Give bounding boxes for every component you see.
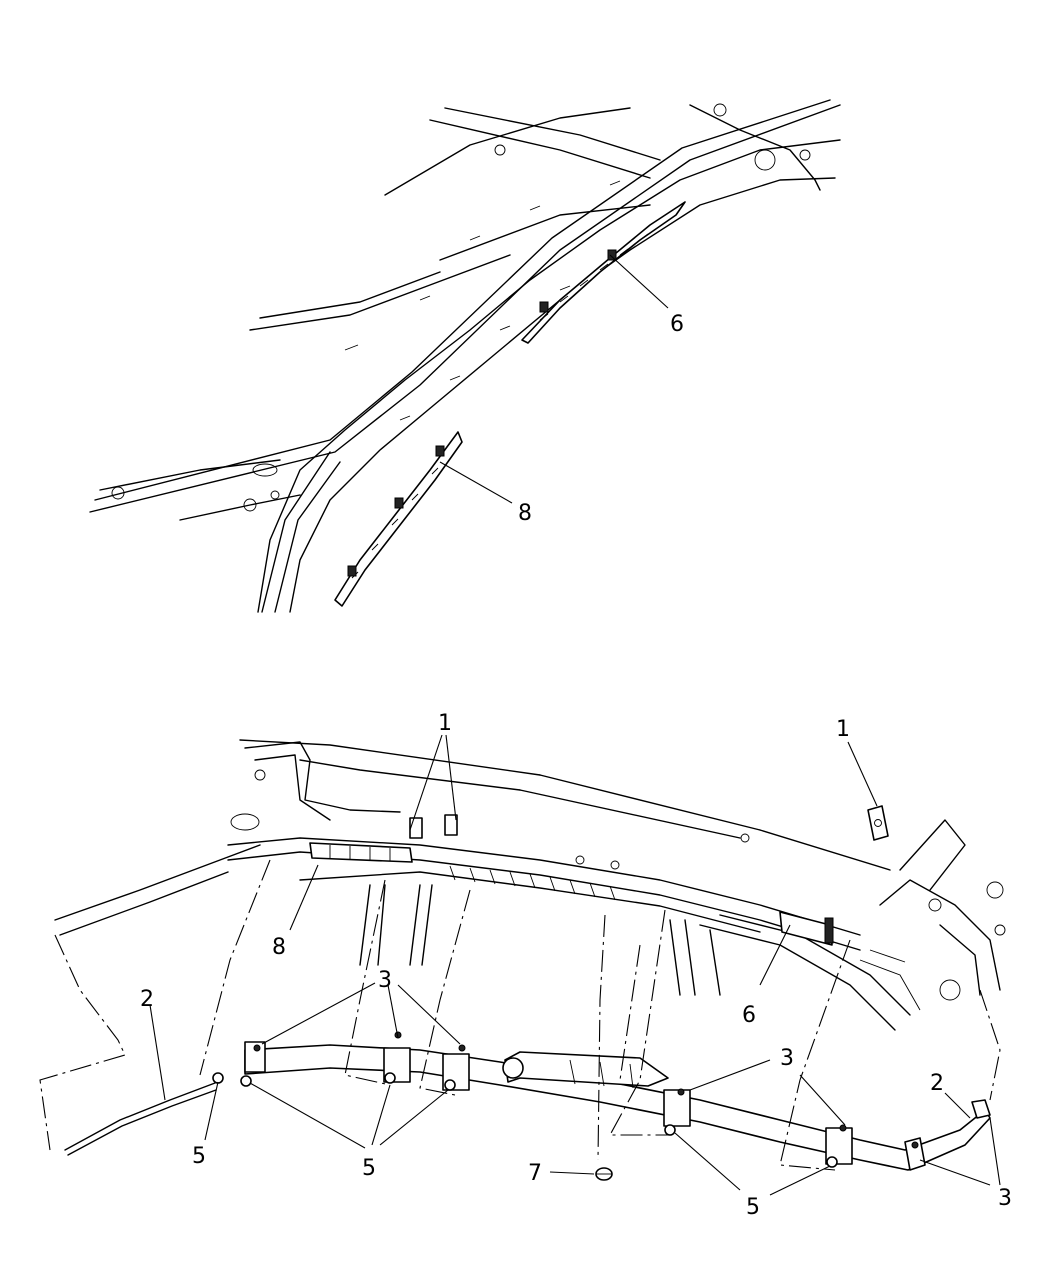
bottom-installed-airbag-6 (779, 911, 834, 946)
callout-bottom-8: 8 (272, 935, 286, 960)
callout-bottom-5-right: 5 (746, 1195, 760, 1220)
bottom-roof-structure (54, 739, 1006, 1031)
top-roof-structure (89, 99, 841, 613)
callout-bottom-7: 7 (528, 1161, 542, 1186)
callout-bottom-2-left: 2 (140, 987, 154, 1012)
callout-bottom-3-mid: 3 (780, 1046, 794, 1071)
top-part-6-airbag-rear (521, 201, 686, 344)
leader-top-6 (609, 254, 669, 309)
callout-bottom-1-left: 1 (438, 711, 452, 736)
callout-bottom-2-right: 2 (930, 1071, 944, 1096)
callout-bottom-1-right: 1 (836, 717, 850, 742)
callout-bottom-3-right: 3 (998, 1186, 1012, 1211)
clip-part-1-left (409, 814, 458, 839)
callout-top-6: 6 (670, 312, 684, 337)
top-part-8-airbag-front (334, 431, 463, 607)
bottom-installed-airbag-8 (309, 842, 413, 863)
bottom-leaders (149, 734, 1001, 1196)
leader-top-8 (439, 461, 513, 504)
callout-top-8: 8 (518, 501, 532, 526)
callout-bottom-5-left: 5 (192, 1144, 206, 1169)
bolts-part-5 (212, 1072, 838, 1168)
callout-bottom-3-center: 3 (378, 968, 392, 993)
curtain-airbag-part-2 (64, 1044, 991, 1171)
brackets-part-3 (244, 1031, 991, 1171)
nut-part-7 (595, 1167, 613, 1181)
clip-part-1 (867, 805, 889, 841)
assembly-lines (39, 859, 1001, 1171)
callout-bottom-6: 6 (742, 1003, 756, 1028)
callout-bottom-5-center: 5 (362, 1156, 376, 1181)
